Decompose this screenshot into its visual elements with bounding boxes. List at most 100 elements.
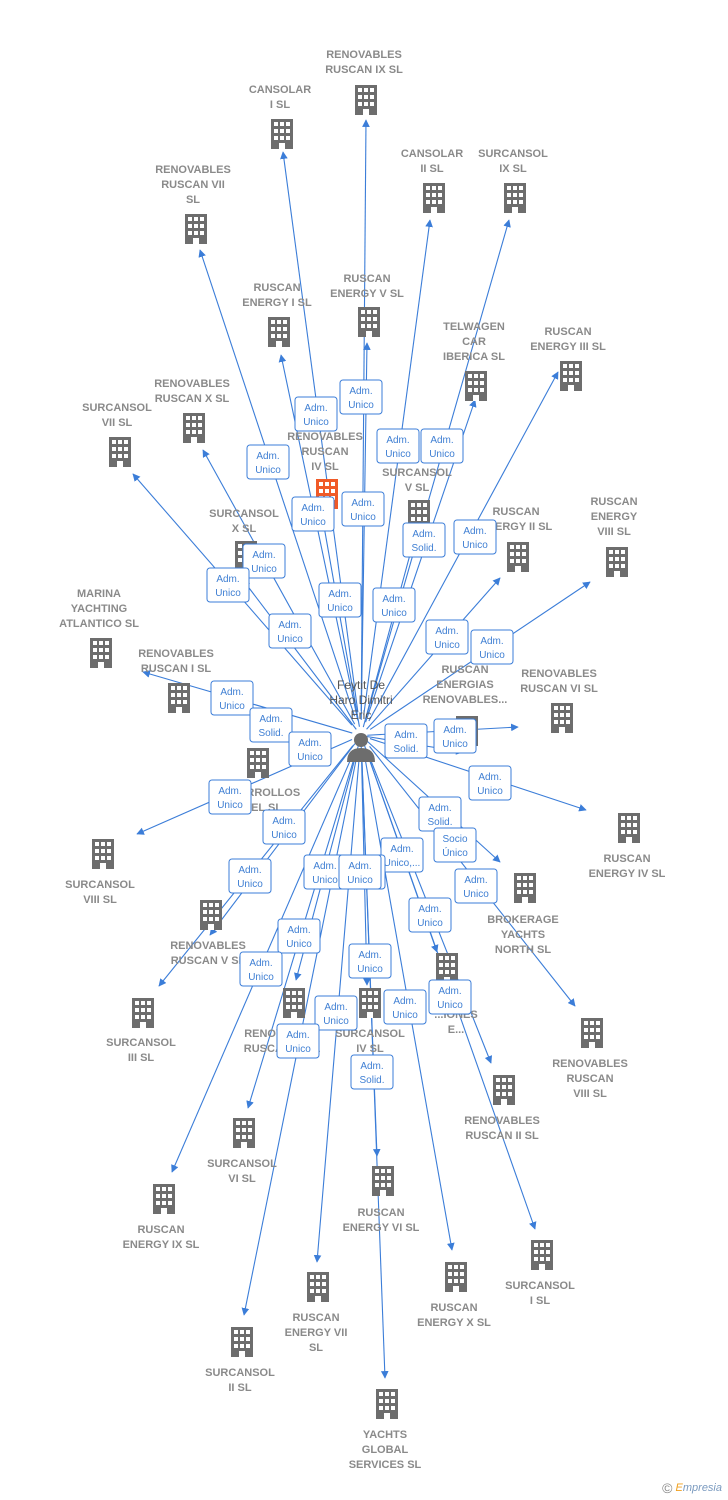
role-badge-box[interactable] (276, 1023, 320, 1059)
building-icon[interactable] (153, 1184, 175, 1214)
company-label-line[interactable]: RENOVABLES (464, 1115, 540, 1127)
role-badge[interactable]: Adm.Unico (383, 989, 427, 1025)
company-label-line[interactable]: RUSCAN (301, 446, 348, 458)
role-badge[interactable]: Adm.Unico (208, 779, 252, 815)
company-node[interactable]: RUSCAN ENERGY IX SL (123, 1184, 200, 1251)
building-icon[interactable] (200, 900, 222, 930)
company-label-line[interactable]: SURCANSOL (205, 1367, 275, 1379)
role-badge-box[interactable] (294, 396, 338, 432)
role-badge-box[interactable] (433, 718, 477, 754)
company-label-line[interactable]: IV SL (356, 1043, 384, 1055)
role-badge-box[interactable] (408, 897, 452, 933)
building-icon[interactable] (493, 1075, 515, 1105)
building-icon[interactable] (247, 748, 269, 778)
role-badge-box[interactable] (268, 613, 312, 649)
company-label-line[interactable]: ENERGY V SL (330, 288, 404, 300)
role-badge[interactable]: Adm.Unico (338, 854, 382, 890)
company-label-line[interactable]: SURCANSOL (505, 1280, 575, 1292)
company-label-line[interactable]: VIII SL (83, 894, 117, 906)
role-badge[interactable]: Adm.Unico (262, 809, 306, 845)
company-label-line[interactable]: RENOVABLES... (423, 694, 508, 706)
building-icon[interactable] (376, 1389, 398, 1419)
company-label-line[interactable]: ENERGY (591, 511, 638, 523)
company-label-line[interactable]: RUSCAN (590, 496, 637, 508)
company-label-line[interactable]: ENERGY IV SL (589, 868, 666, 880)
company-label-line[interactable]: ENERGY VI SL (343, 1222, 420, 1234)
company-label-line[interactable]: TELWAGEN (443, 321, 505, 333)
company-label-line[interactable]: RUSCAN (566, 1073, 613, 1085)
building-icon[interactable] (183, 413, 205, 443)
building-icon[interactable] (551, 703, 573, 733)
company-label-line[interactable]: RENOVABLES (326, 49, 402, 61)
company-label-line[interactable]: ATLANTICO SL (59, 618, 139, 630)
company-label-line[interactable]: SL (309, 1342, 323, 1354)
role-badge[interactable]: Adm.Solid. (350, 1054, 394, 1090)
company-label-line[interactable]: RUSCAN (137, 1224, 184, 1236)
company-label-line[interactable]: SURCANSOL (335, 1028, 405, 1040)
role-badge[interactable]: Adm.Solid. (384, 723, 428, 759)
role-badge[interactable]: Adm.Unico,... (380, 837, 424, 873)
role-badge-box[interactable] (314, 995, 358, 1031)
company-label-line[interactable]: ENERGY IX SL (123, 1239, 200, 1251)
company-label-line[interactable]: VII SL (102, 417, 133, 429)
building-icon[interactable] (465, 371, 487, 401)
company-label-line[interactable]: RUSCAN (441, 664, 488, 676)
role-badge-box[interactable] (242, 543, 286, 579)
building-icon[interactable] (231, 1327, 253, 1357)
company-label-line[interactable]: VIII SL (597, 526, 631, 538)
building-icon[interactable] (436, 953, 458, 983)
role-badge-box[interactable] (339, 379, 383, 415)
role-badge-box[interactable] (384, 723, 428, 759)
company-label-line[interactable]: BROKERAGE (487, 914, 559, 926)
role-badge[interactable]: Adm.Unico (276, 1023, 320, 1059)
role-badge-box[interactable] (341, 491, 385, 527)
company-label-line[interactable]: E... (448, 1024, 465, 1036)
role-badge-box[interactable] (249, 707, 293, 743)
company-label-line[interactable]: ENERGY III SL (530, 341, 606, 353)
company-label-line[interactable]: VI SL (228, 1173, 256, 1185)
company-label-line[interactable]: RUSCAN IX SL (325, 64, 403, 76)
role-badge[interactable]: Adm.Solid. (402, 522, 446, 558)
company-node[interactable]: RUSCAN ENERGY VIII SL (590, 496, 638, 577)
role-badge-box[interactable] (350, 1054, 394, 1090)
role-badge-box[interactable] (470, 629, 514, 665)
role-badge[interactable]: Adm.Unico (420, 428, 464, 464)
company-label-line[interactable]: RUSCAN V SL (171, 955, 246, 967)
person-name-line[interactable]: Eric (351, 708, 372, 722)
company-label-line[interactable]: GLOBAL (362, 1444, 409, 1456)
company-label-line[interactable]: X SL (232, 523, 257, 535)
company-label-line[interactable]: I SL (270, 99, 290, 111)
company-label-line[interactable]: CAR (462, 336, 486, 348)
building-icon[interactable] (560, 361, 582, 391)
role-badge-box[interactable] (210, 680, 254, 716)
role-badge[interactable]: Adm.Unico (348, 943, 392, 979)
building-icon[interactable] (514, 873, 536, 903)
building-icon[interactable] (504, 183, 526, 213)
company-label-line[interactable]: SURCANSOL (82, 402, 152, 414)
company-label-line[interactable]: II SL (228, 1382, 252, 1394)
building-icon[interactable] (359, 988, 381, 1018)
company-label-line[interactable]: YACHTING (71, 603, 127, 615)
building-icon[interactable] (358, 307, 380, 337)
role-badge-box[interactable] (402, 522, 446, 558)
role-badge-box[interactable] (420, 428, 464, 464)
company-label-line[interactable]: ENERGIAS (436, 679, 493, 691)
building-icon[interactable] (233, 1118, 255, 1148)
company-label-line[interactable]: SURCANSOL (106, 1037, 176, 1049)
role-badge-box[interactable] (246, 444, 290, 480)
role-badge-box[interactable] (454, 868, 498, 904)
role-badge-box[interactable] (206, 567, 250, 603)
role-badge[interactable]: Adm.Unico (468, 765, 512, 801)
company-label-line[interactable]: RUSCAN II SL (465, 1130, 539, 1142)
